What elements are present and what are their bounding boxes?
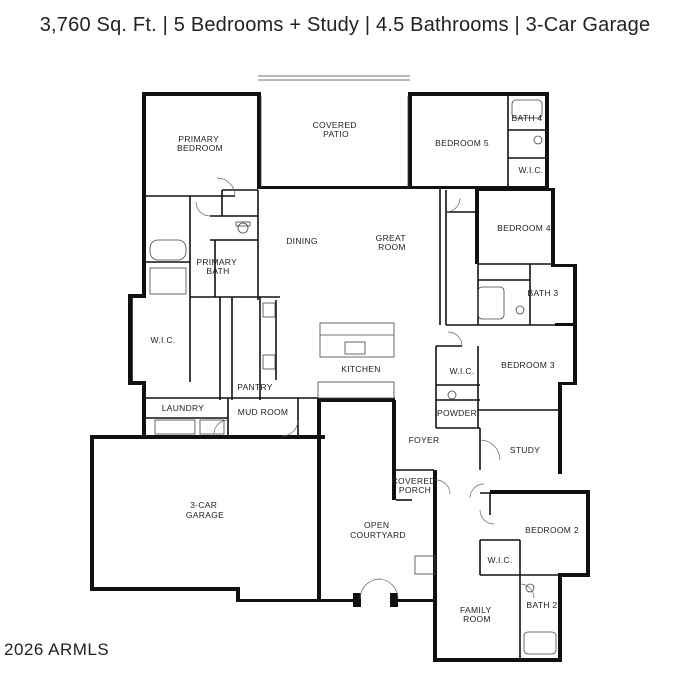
label-laundry: LAUNDRY — [162, 403, 205, 413]
fixtures — [149, 99, 557, 655]
label-bath-3: BATH 3 — [528, 288, 559, 298]
label-bedroom-2: BEDROOM 2 — [525, 525, 579, 535]
copyright-text: 2026 ARMLS — [4, 640, 110, 659]
label-wic-bedroom-3: W.I.C. — [450, 366, 475, 376]
label-primary-bath: PRIMARY BATH — [196, 257, 239, 276]
label-garage: 3-CAR GARAGE — [186, 500, 224, 520]
exterior-walls — [90, 75, 590, 662]
label-primary-bedroom: PRIMARY BEDROOM — [177, 134, 223, 153]
label-foyer: FOYER — [409, 435, 440, 445]
label-wic-bedroom-2: W.I.C. — [488, 555, 513, 565]
interior-walls — [131, 96, 573, 660]
label-bedroom-3: BEDROOM 3 — [501, 360, 555, 370]
label-family-room: FAMILY ROOM — [460, 605, 494, 624]
label-study: STUDY — [510, 445, 540, 455]
room-labels: PRIMARY BEDROOM COVERED PATIO BEDROOM 5 … — [151, 113, 579, 624]
label-powder: POWDER — [437, 408, 477, 418]
label-wic-bedroom-5: W.I.C. — [519, 165, 544, 175]
label-bath-2: BATH 2 — [527, 600, 558, 610]
label-bath-4: BATH 4 — [512, 113, 543, 123]
label-kitchen: KITCHEN — [341, 364, 380, 374]
label-covered-porch: COVERED PORCH — [392, 476, 439, 495]
label-wic-primary: W.I.C. — [151, 335, 176, 345]
label-bedroom-5: BEDROOM 5 — [435, 138, 489, 148]
label-bedroom-4: BEDROOM 4 — [497, 223, 551, 233]
label-great-room: GREAT ROOM — [376, 233, 409, 252]
label-covered-patio: COVERED PATIO — [313, 120, 360, 139]
label-pantry: PANTRY — [237, 382, 273, 392]
label-mud-room: MUD ROOM — [238, 407, 289, 417]
label-open-courtyard: OPEN COURTYARD — [350, 520, 406, 540]
plan-summary-header: 3,760 Sq. Ft. | 5 Bedrooms + Study | 4.5… — [39, 14, 651, 36]
label-dining: DINING — [286, 236, 318, 246]
door-swings — [195, 177, 535, 600]
